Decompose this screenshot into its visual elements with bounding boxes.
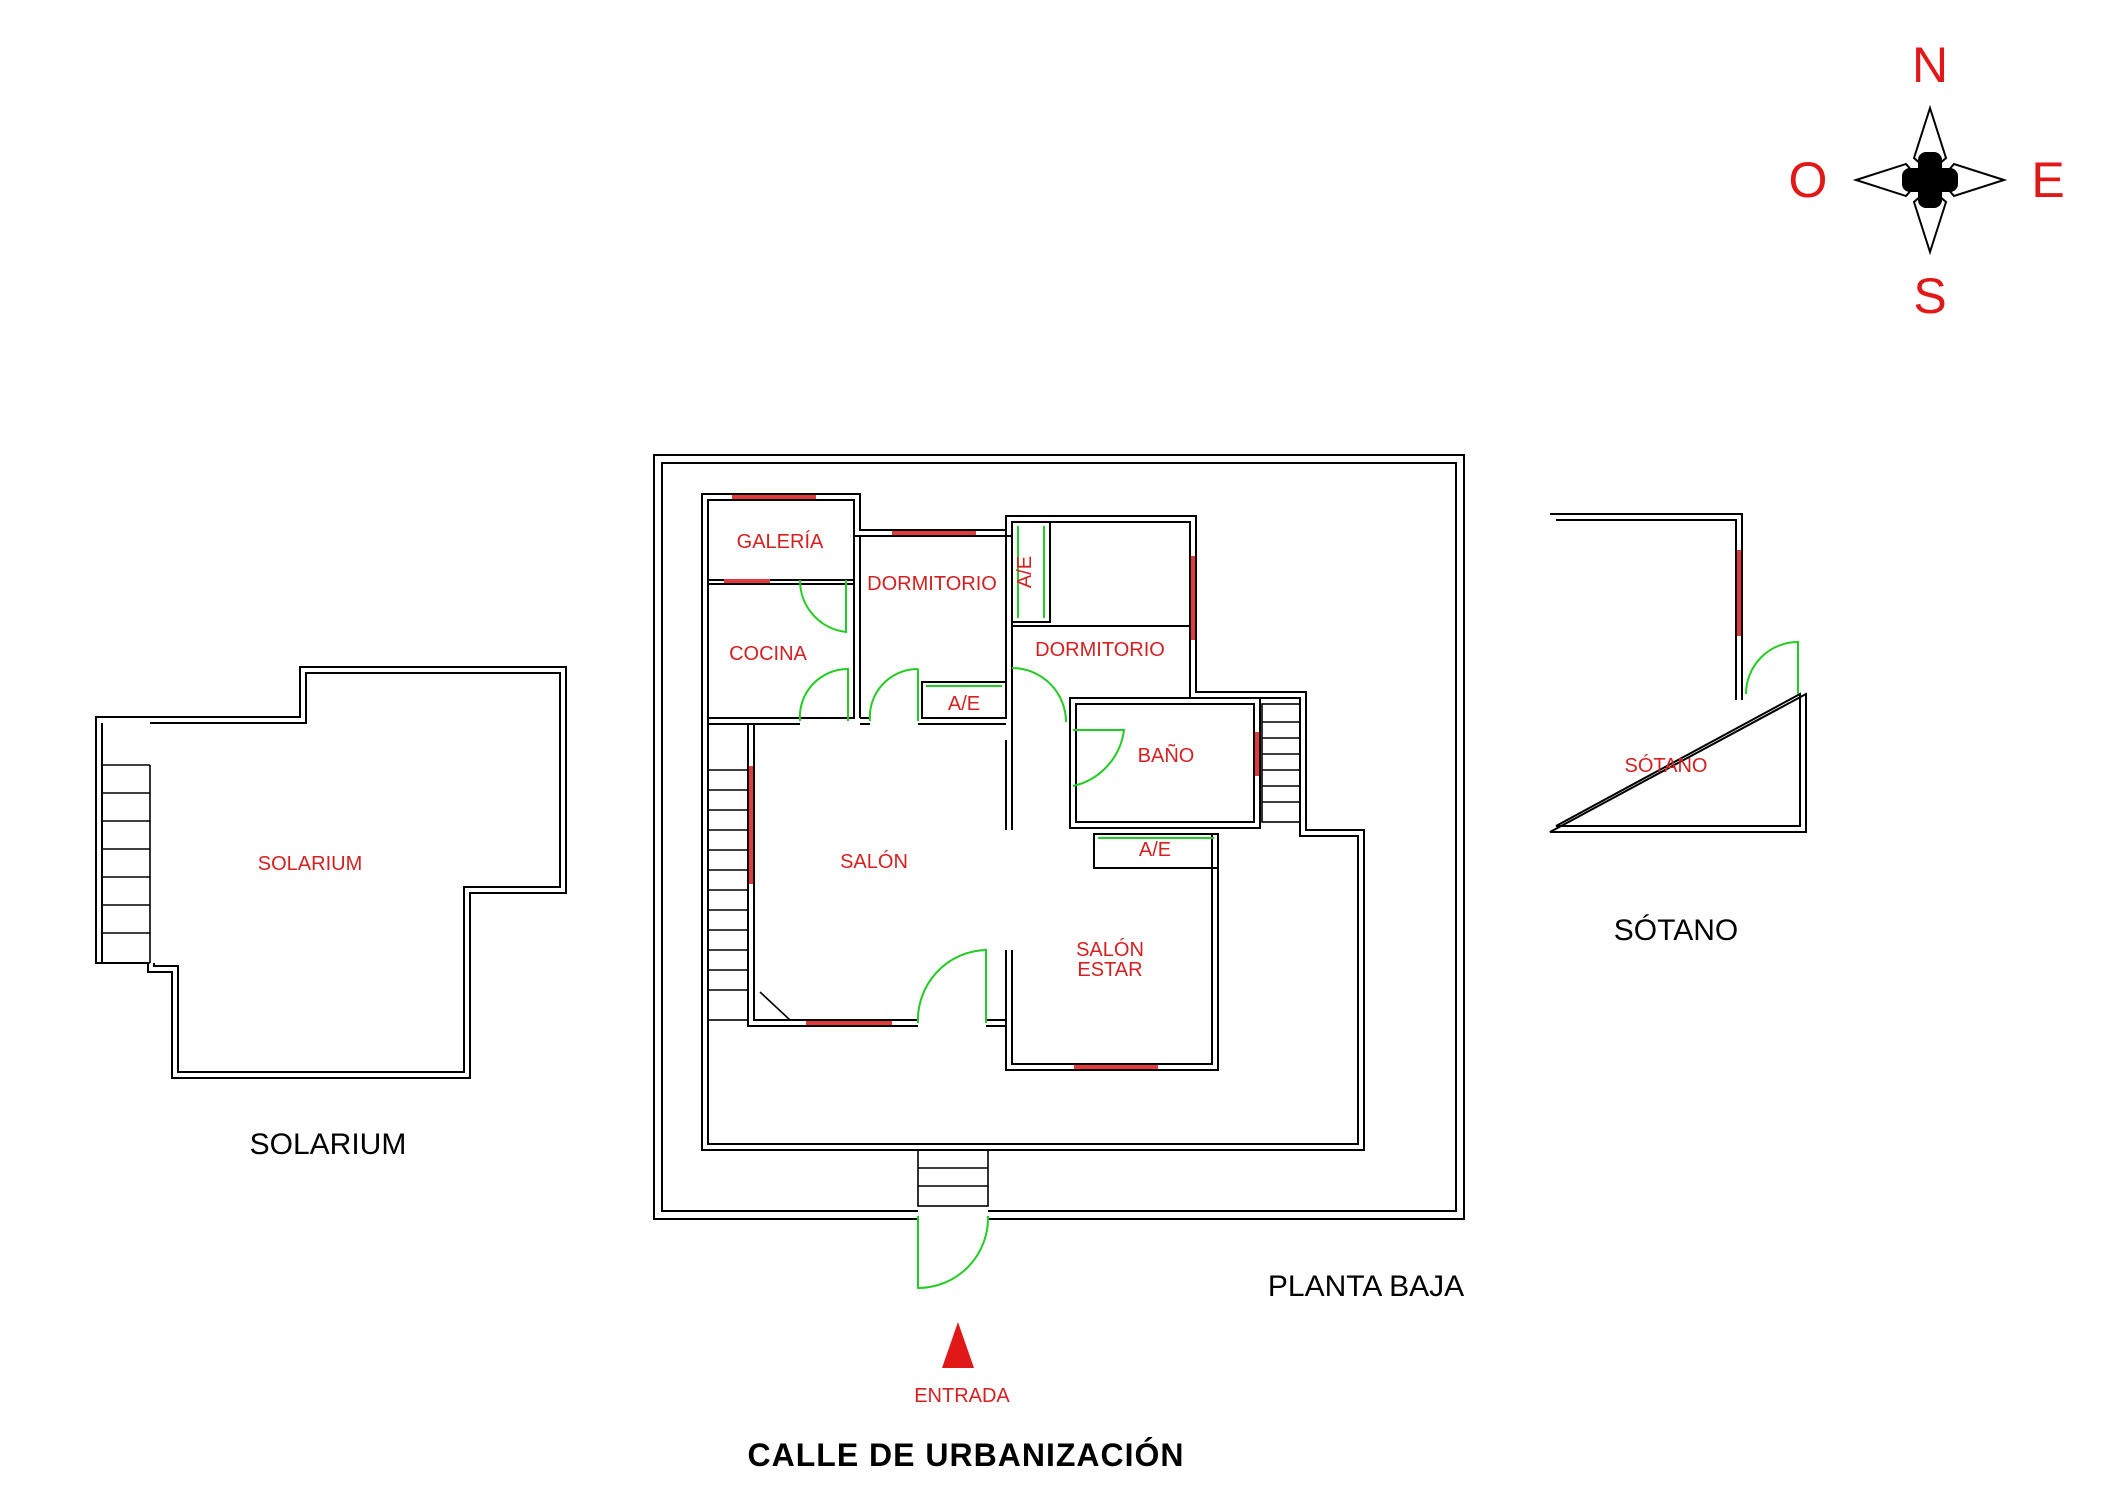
plot-outer-wall [653,454,1465,1220]
room-label-salon: SALÓN [840,850,908,873]
entrance: ENTRADA [914,1322,1010,1407]
room-label-ae-2: A/E [1014,556,1036,588]
room-label-galeria: GALERÍA [737,530,824,553]
closet-2-walls [1011,521,1051,623]
plan-title-planta-baja: PLANTA BAJA [1268,1270,1464,1303]
room-label-salon-estar-1: SALÓN [1076,938,1144,961]
salon-estar-walls [1005,834,1219,1071]
plot-inner-wall [661,462,1457,1212]
planta-baja-plan: GALERÍA DORMITORIO DORMITORIO COCINA A/E… [653,454,1465,1303]
entry-stairs [917,1149,989,1207]
room-label-sotano: SÓTANO [1625,754,1708,777]
sotano-outer-wall [1549,513,1807,833]
house-outer-wall [701,493,1365,1151]
solarium-plan: SOLARIUM SOLARIUM [95,666,567,1161]
street-label: CALLE DE URBANIZACIÓN [748,1437,1185,1473]
entrance-arrow-icon [942,1322,974,1368]
entrance-label: ENTRADA [914,1385,1010,1407]
sotano-door [1745,640,1799,695]
bano-walls [1069,697,1261,829]
room-label-salon-estar-2: ESTAR [1077,959,1142,981]
doors [798,526,1214,1290]
right-stairs [1261,703,1301,823]
room-label-ae-3: A/E [1139,839,1171,861]
plan-title-solarium: SOLARIUM [250,1128,407,1161]
solarium-inner-wall [101,672,561,1073]
salon-walls [747,724,918,1027]
compass-south-label: S [1913,268,1946,324]
compass-north-label: N [1912,37,1948,93]
room-label-dormitorio-2: DORMITORIO [1035,639,1165,661]
closet-1-walls [921,681,1007,719]
compass-west-label: O [1789,152,1828,208]
compass-east-label: E [2031,152,2064,208]
room-label-solarium: SOLARIUM [258,853,362,875]
sotano-plan: SÓTANO SÓTANO [1549,513,1807,947]
windows [724,495,1259,1069]
room-label-cocina: COCINA [729,643,807,665]
room-label-ae-1: A/E [948,693,980,715]
solarium-stairs [102,764,151,964]
compass-rose-icon [1852,104,2008,256]
room-label-bano: BAÑO [1138,743,1195,767]
sotano-inner-wall [1555,519,1801,827]
plan-title-sotano: SÓTANO [1614,914,1738,947]
room-label-dormitorio-1: DORMITORIO [867,573,997,595]
left-stairs [707,723,749,1021]
compass: N S E O [1789,37,2065,324]
